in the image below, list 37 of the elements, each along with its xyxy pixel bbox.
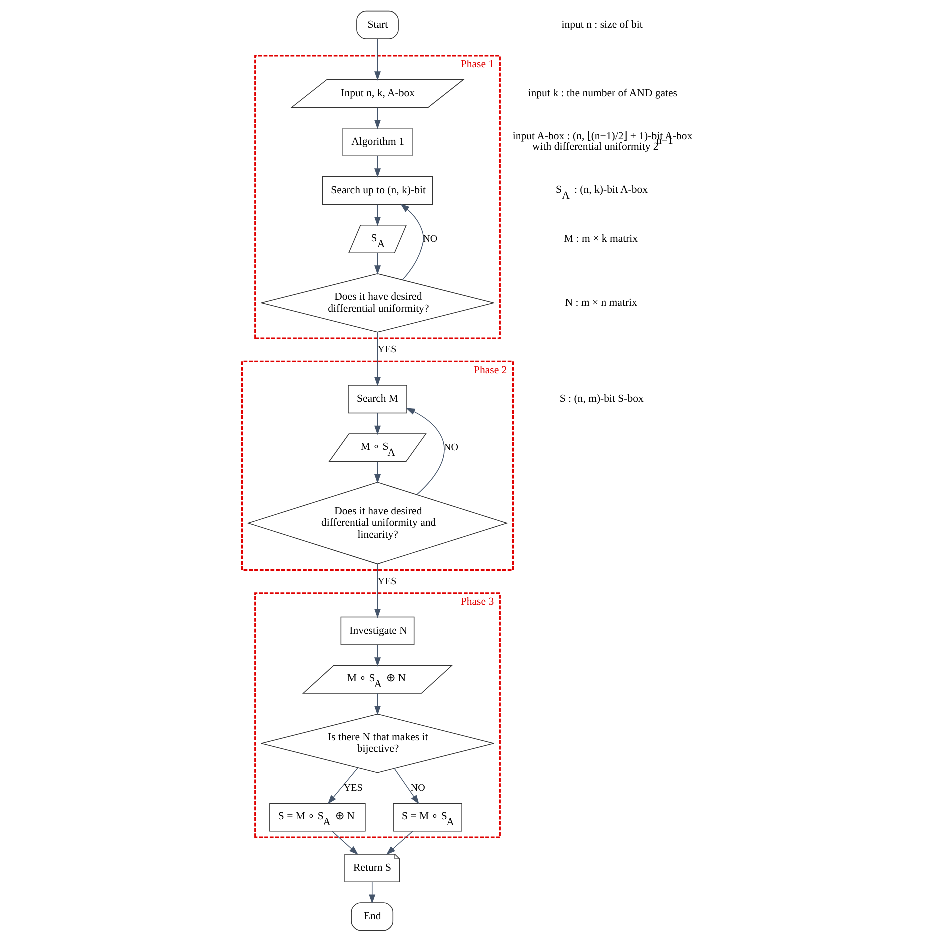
label: S : (n, m)-bit S-box [559,393,644,406]
arrow [374,38,380,81]
edge-label: YES [377,576,396,588]
arrow [374,252,380,275]
arrow [374,204,380,226]
arrow [374,693,380,716]
arrow [374,644,380,667]
arrow [368,882,376,904]
label: N : m × n matrix [564,296,637,309]
arrow [331,831,358,856]
node-box: End [350,902,394,932]
label: input n : size of bit [561,19,642,32]
node-box: Search up to (n, k)-bit [322,176,433,205]
arrow [374,462,380,484]
arrow [374,413,380,436]
node-diamond: Is there N that makes it bijective? [260,714,494,774]
node-box: Start [356,10,398,40]
edge-label: NO [422,234,438,245]
label: M : m × k matrix [564,233,638,246]
node-box: Algorithm 1 [342,128,412,156]
node-box: Search M [348,385,407,414]
edge-label: NO [410,782,425,794]
node-diamond: Does it have desired differential uniformity and linearity? [246,482,508,565]
edge-label: YES [343,782,362,794]
arrow [374,107,380,130]
node-diamond: Does it have desired differential uniformity? [260,273,494,333]
arrow [374,332,380,386]
edge-label: YES [377,344,396,356]
arrow [394,768,419,804]
arrow [386,831,413,856]
arrow [374,156,380,178]
arrow [327,768,358,804]
arrow [374,564,380,618]
arrow [406,408,444,496]
node-box: Investigate N [340,616,414,646]
arrow [400,204,424,280]
label: input k : the number of AND gates [528,88,677,100]
